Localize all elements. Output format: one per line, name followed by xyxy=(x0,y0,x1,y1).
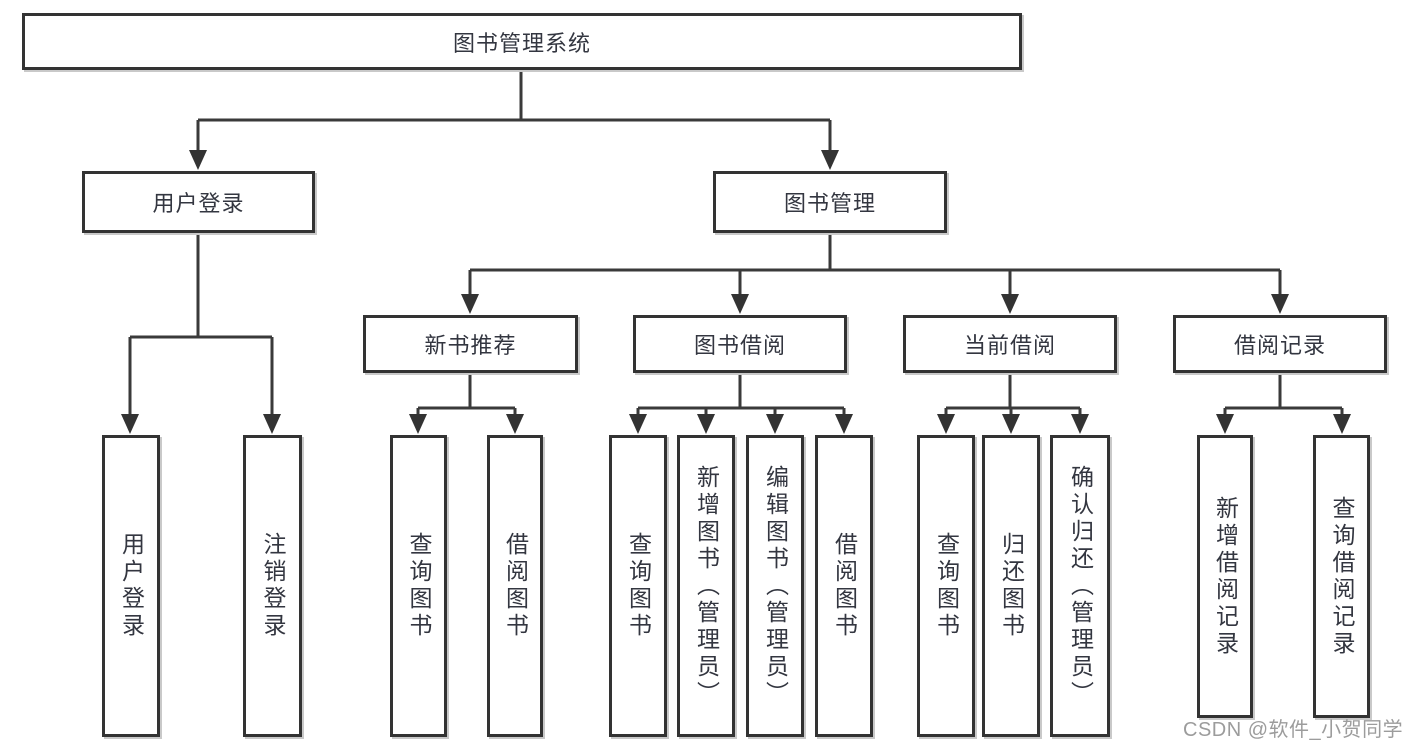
leaf-borrowing-add-label: 新增图书（管理员） xyxy=(693,464,720,708)
leaf-borrowing-edit-label: 编辑图书（管理员） xyxy=(762,464,789,708)
node-new-books: 新书推荐 xyxy=(363,315,578,373)
node-new-books-label: 新书推荐 xyxy=(424,333,517,358)
node-book-management: 图书管理 xyxy=(713,171,947,233)
leaf-current-return-label: 归还图书 xyxy=(998,532,1025,640)
connector-borrowing-records-to-leaves xyxy=(1216,373,1351,434)
leaf-borrowing-query-label: 查询图书 xyxy=(625,532,652,640)
connector-new-books-to-leaves xyxy=(409,373,524,434)
node-root: 图书管理系统 xyxy=(22,13,1022,70)
node-current-borrowing-label: 当前借阅 xyxy=(963,333,1056,358)
leaf-user-login-label: 用户登录 xyxy=(118,532,145,640)
leaf-current-query: 查询图书 xyxy=(917,435,975,737)
leaf-current-confirm-return: 确认归还（管理员） xyxy=(1050,435,1110,737)
connector-book-management-to-level2 xyxy=(461,233,1289,314)
leaf-newbooks-borrow-label: 借阅图书 xyxy=(502,532,529,640)
leaf-logout: 注销登录 xyxy=(243,435,302,737)
leaf-newbooks-query-label: 查询图书 xyxy=(406,532,432,640)
leaf-newbooks-borrow: 借阅图书 xyxy=(487,435,543,737)
leaf-records-query-label: 查询借阅记录 xyxy=(1329,495,1355,658)
connector-user-login-to-leaves xyxy=(121,233,281,434)
watermark: CSDN @软件_小贺同学 xyxy=(1183,719,1404,741)
leaf-user-login: 用户登录 xyxy=(102,435,160,737)
leaf-records-add-label: 新增借阅记录 xyxy=(1212,495,1239,658)
node-borrowing-records: 借阅记录 xyxy=(1173,315,1387,373)
node-book-borrowing-label: 图书借阅 xyxy=(693,333,786,358)
leaf-borrowing-add: 新增图书（管理员） xyxy=(677,435,735,737)
node-current-borrowing: 当前借阅 xyxy=(903,315,1117,373)
node-borrowing-records-label: 借阅记录 xyxy=(1233,333,1326,358)
node-book-management-label: 图书管理 xyxy=(783,191,876,216)
leaf-records-add: 新增借阅记录 xyxy=(1197,435,1253,718)
node-user-login: 用户登录 xyxy=(82,171,315,233)
leaf-borrowing-borrow-label: 借阅图书 xyxy=(831,532,858,640)
connector-book-borrowing-to-leaves xyxy=(629,373,853,434)
connector-root-to-level1 xyxy=(189,70,839,170)
leaf-newbooks-query: 查询图书 xyxy=(390,435,447,737)
leaf-records-query: 查询借阅记录 xyxy=(1313,435,1370,718)
connector-current-borrowing-to-leaves xyxy=(937,373,1089,434)
leaf-borrowing-borrow: 借阅图书 xyxy=(815,435,873,737)
node-user-login-label: 用户登录 xyxy=(152,191,245,216)
leaf-borrowing-query: 查询图书 xyxy=(609,435,667,737)
leaf-current-confirm-return-label: 确认归还（管理员） xyxy=(1067,464,1094,708)
leaf-current-return: 归还图书 xyxy=(982,435,1040,737)
node-root-label: 图书管理系统 xyxy=(452,30,591,56)
node-book-borrowing: 图书借阅 xyxy=(633,315,847,373)
leaf-borrowing-edit: 编辑图书（管理员） xyxy=(746,435,804,737)
leaf-logout-label: 注销登录 xyxy=(260,532,286,640)
leaf-current-query-label: 查询图书 xyxy=(933,532,960,640)
